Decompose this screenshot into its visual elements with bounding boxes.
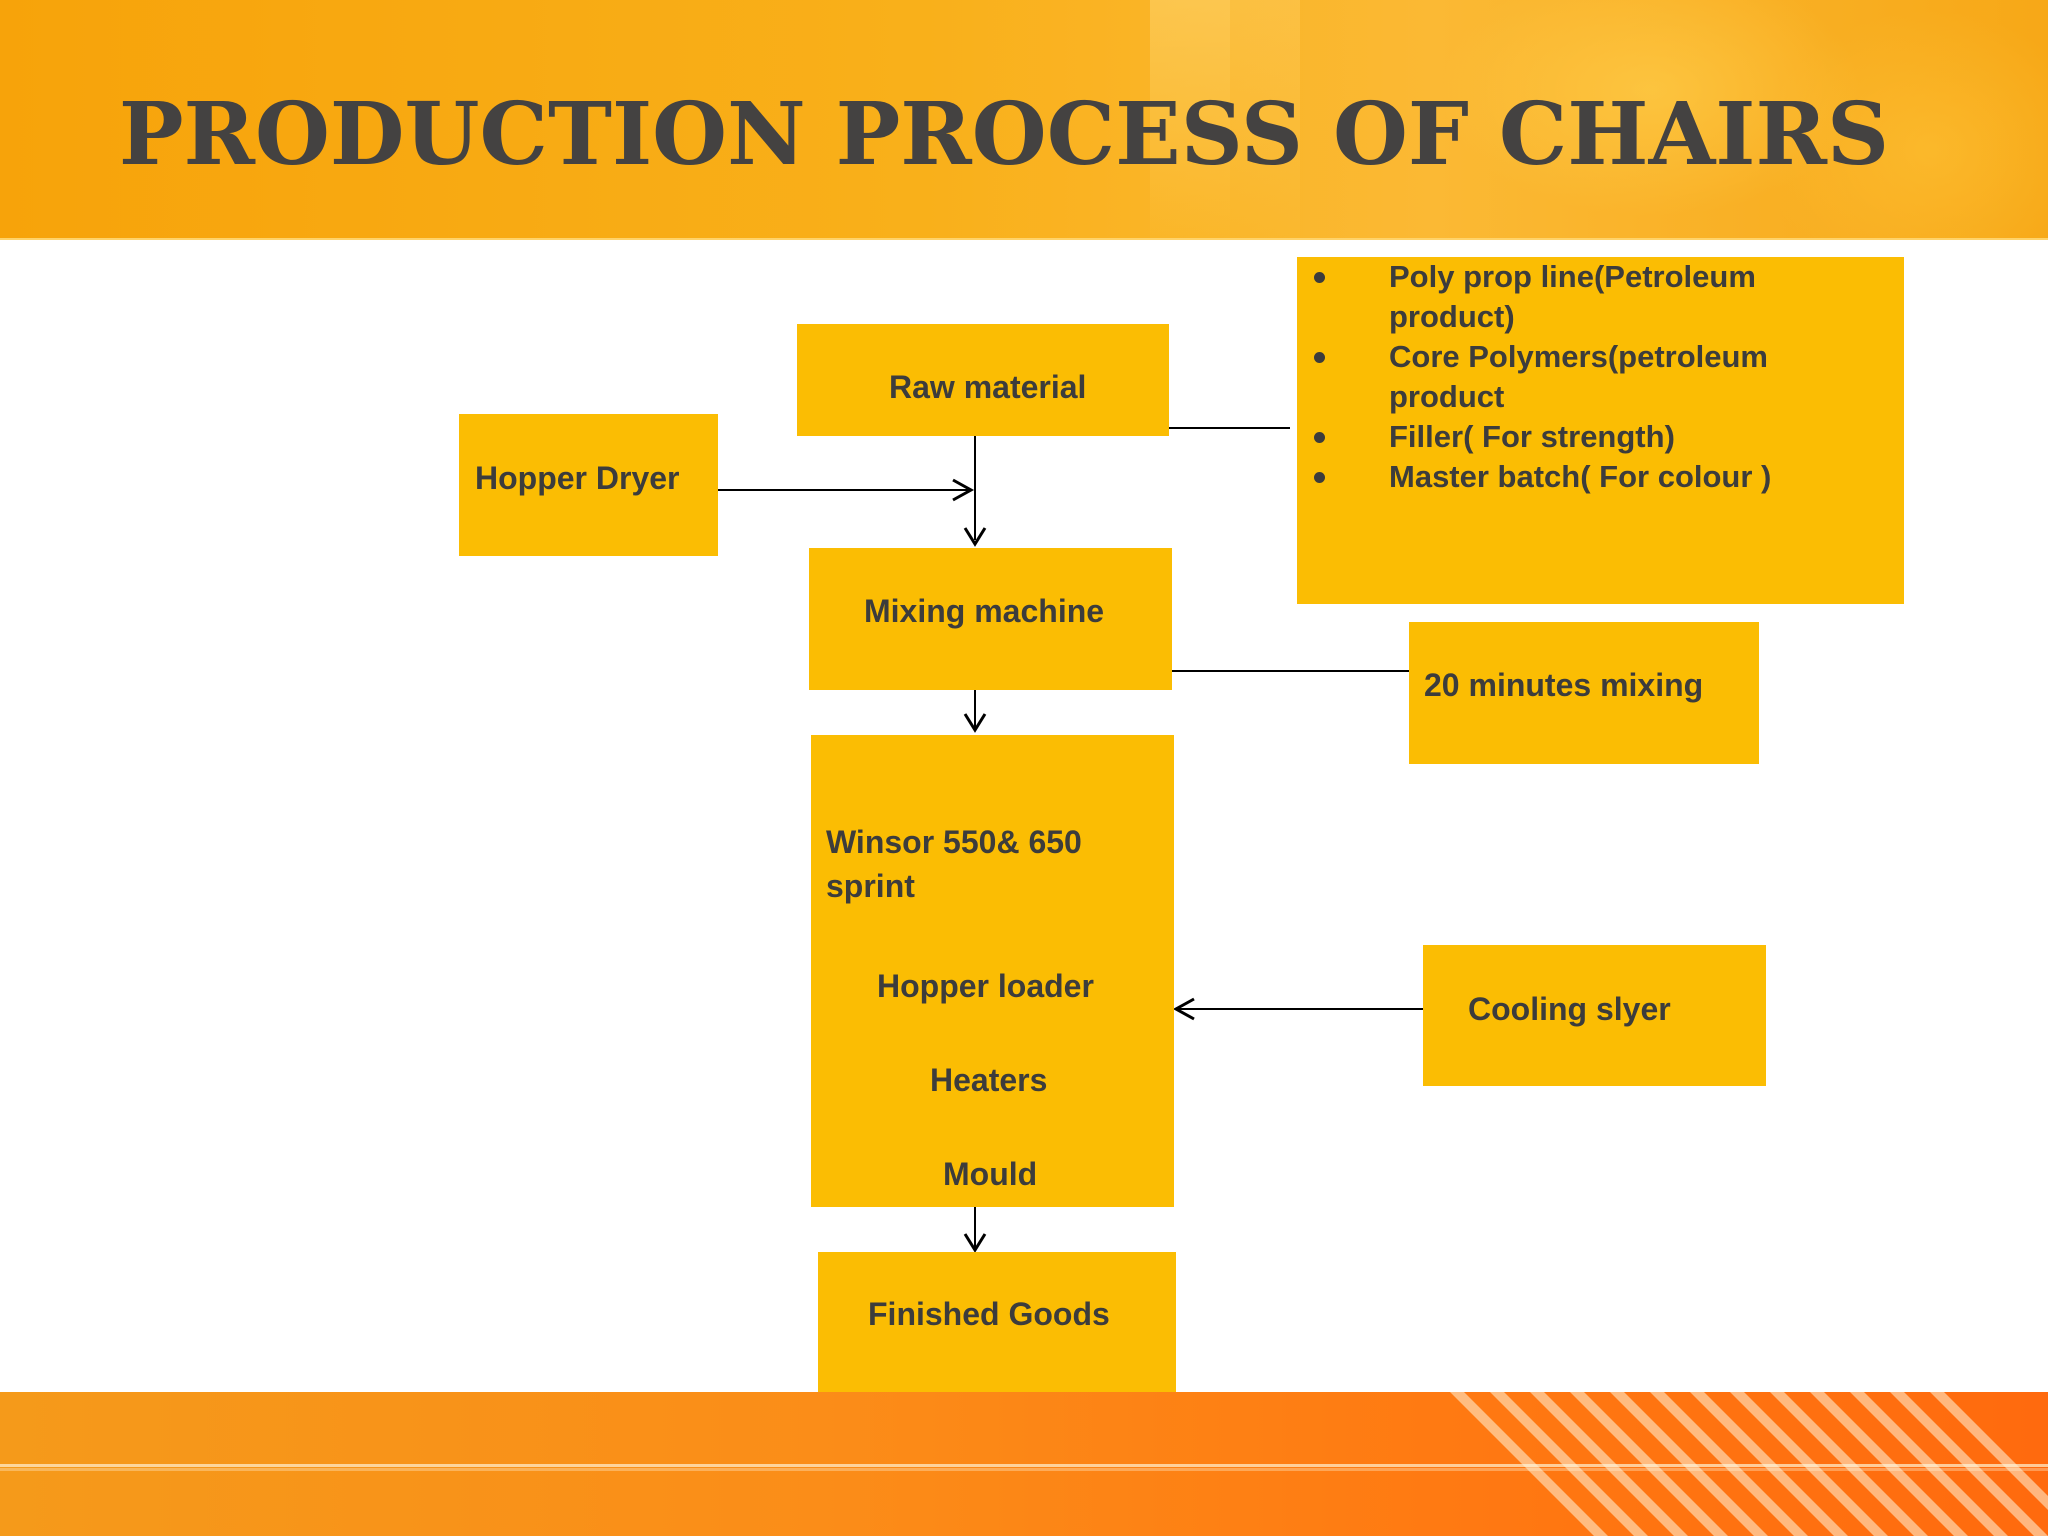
bullet-icon bbox=[1314, 272, 1325, 283]
header-decoration bbox=[1230, 0, 1300, 238]
hopper-loader-label: Hopper loader bbox=[877, 968, 1094, 1004]
bullet-icon bbox=[1314, 472, 1325, 483]
machine-name-line2: sprint bbox=[826, 868, 915, 904]
injection-machine-box: Winsor 550& 650 sprint Hopper loader Hea… bbox=[811, 735, 1174, 1207]
header-decoration bbox=[1150, 0, 1230, 238]
raw-material-list-box: Poly prop line(Petroleum product) Core P… bbox=[1297, 257, 1904, 604]
bullet-icon bbox=[1314, 352, 1325, 363]
mixing-note-label: 20 minutes mixing bbox=[1424, 667, 1704, 703]
machine-name-line1: Winsor 550& 650 bbox=[826, 824, 1082, 860]
raw-material-box: Raw material bbox=[797, 324, 1169, 436]
raw-material-list: Poly prop line(Petroleum product) Core P… bbox=[1297, 257, 1819, 497]
cooling-box: Cooling slyer bbox=[1423, 945, 1766, 1086]
list-item: Master batch( For colour ) bbox=[1297, 457, 1819, 497]
list-item: Core Polymers(petroleum product bbox=[1297, 337, 1819, 417]
mixing-machine-box: Mixing machine bbox=[809, 548, 1172, 690]
arrowhead-finished bbox=[963, 1233, 987, 1253]
finished-goods-box: Finished Goods bbox=[818, 1252, 1176, 1392]
hopper-dryer-label: Hopper Dryer bbox=[475, 460, 680, 496]
footer-band bbox=[0, 1392, 2048, 1536]
footer-line bbox=[0, 1468, 2048, 1471]
hopper-dryer-box: Hopper Dryer bbox=[459, 414, 718, 556]
arrowhead-dryer bbox=[952, 478, 975, 502]
cooling-label: Cooling slyer bbox=[1468, 991, 1671, 1027]
arrowhead-cooling bbox=[1172, 997, 1195, 1021]
mould-label: Mould bbox=[943, 1156, 1038, 1192]
mixing-machine-label: Mixing machine bbox=[864, 593, 1105, 629]
slide-title: PRODUCTION PROCESS OF CHAIRS bbox=[118, 84, 1890, 185]
list-item: Poly prop line(Petroleum product) bbox=[1297, 257, 1819, 337]
mixing-note-box: 20 minutes mixing bbox=[1409, 622, 1759, 764]
list-item: Filler( For strength) bbox=[1297, 417, 1819, 457]
footer-line bbox=[0, 1464, 2048, 1467]
footer-stripes bbox=[1380, 1392, 2048, 1536]
header-band: PRODUCTION PROCESS OF CHAIRS bbox=[0, 0, 2048, 240]
arrowhead-mixing bbox=[963, 527, 987, 547]
heaters-label: Heaters bbox=[930, 1062, 1048, 1098]
raw-material-label: Raw material bbox=[889, 369, 1087, 405]
arrowhead-machine bbox=[963, 713, 987, 733]
bullet-icon bbox=[1314, 432, 1325, 443]
finished-goods-label: Finished Goods bbox=[868, 1296, 1110, 1332]
